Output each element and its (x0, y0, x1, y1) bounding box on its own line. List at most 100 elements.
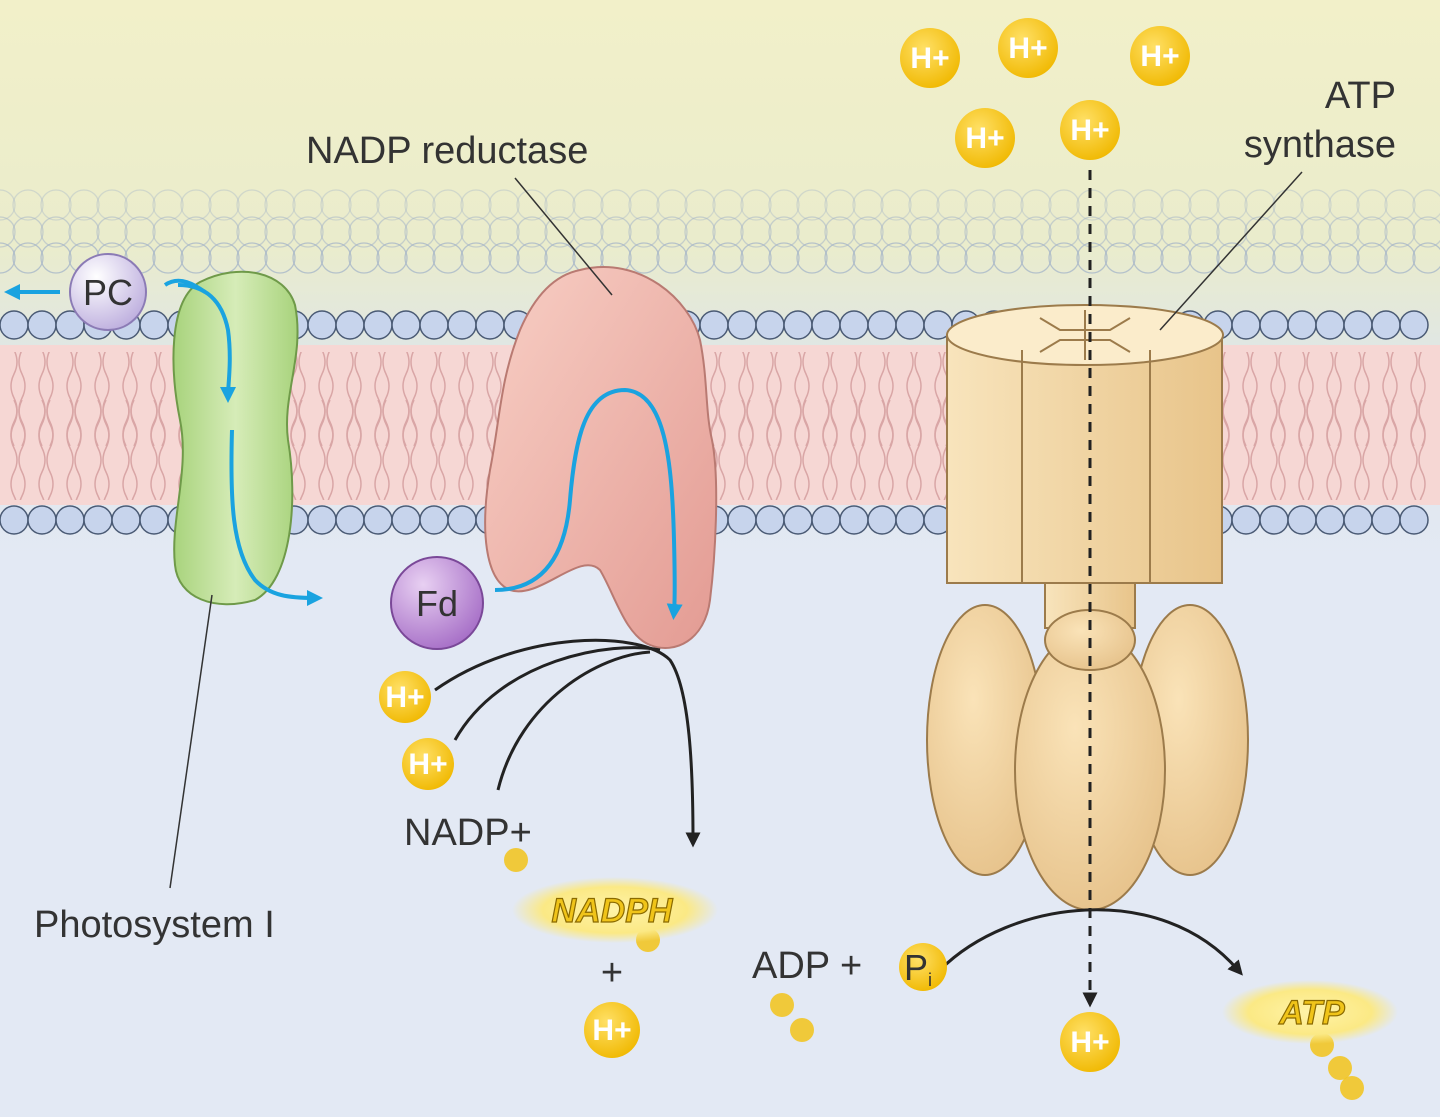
faded-head-group (432, 216, 464, 248)
faded-head-group (488, 216, 520, 248)
faded-head-group (936, 189, 968, 221)
head-group (335, 505, 365, 535)
lipid-tail (354, 399, 362, 500)
faded-head-group (488, 242, 520, 274)
faded-head-group (796, 216, 828, 248)
faded-head-group (152, 242, 184, 274)
reaction-arrow-1 (434, 638, 701, 848)
lipid-tail (150, 399, 158, 500)
faded-head-group (656, 189, 688, 221)
proton-label: H+ (385, 681, 424, 714)
faded-head-group (376, 216, 408, 248)
faded-head-group (740, 242, 772, 274)
proton-circle (998, 18, 1058, 78)
faded-head-group (1048, 242, 1080, 274)
lipid-tail (298, 399, 306, 500)
faded-head-group (992, 189, 1024, 221)
lipid-tail (290, 399, 298, 500)
faded-head-group (460, 242, 492, 274)
faded-head-group (1216, 189, 1248, 221)
head-group (139, 505, 169, 535)
faded-head-group (208, 216, 240, 248)
head-group (0, 505, 29, 535)
faded-head-group (1356, 242, 1388, 274)
lipid-tail (942, 399, 950, 500)
faded-head-group (796, 242, 828, 274)
faded-head-group (1216, 216, 1248, 248)
faded-head-group (712, 242, 744, 274)
nadph-glow (512, 877, 718, 943)
faded-head-group (40, 216, 72, 248)
phosphate-dot (1340, 1076, 1364, 1100)
atp-synthase-label-line2: synthase (1244, 124, 1396, 166)
head-group (811, 505, 841, 535)
pc-molecule: PC (69, 253, 147, 331)
lipid-tail (1326, 399, 1334, 500)
proton-circle (402, 738, 454, 790)
faded-head-group (516, 189, 548, 221)
head-group (27, 505, 57, 535)
phosphate-dot (790, 1018, 814, 1042)
proton-label: H+ (1070, 114, 1109, 147)
lipid-tail (74, 399, 82, 500)
faded-head-group (96, 189, 128, 221)
faded-head-group (1328, 242, 1360, 274)
lipid-tail (1250, 399, 1258, 500)
head-group (1259, 310, 1289, 340)
faded-head-group (628, 242, 660, 274)
faded-head-group (1272, 242, 1304, 274)
lipid-tail (1418, 399, 1426, 500)
lipid-tail (766, 399, 774, 500)
faded-head-group (852, 189, 884, 221)
faded-head-group (824, 216, 856, 248)
lipid-tail (318, 399, 326, 500)
faded-head-group (880, 189, 912, 221)
lipid-tail (738, 399, 746, 500)
head-group (783, 310, 813, 340)
faded-head-group (1300, 242, 1332, 274)
proton: H+ (998, 18, 1058, 78)
faded-head-group (348, 242, 380, 274)
head-group (895, 310, 925, 340)
faded-head-group (740, 216, 772, 248)
faded-head-group (12, 216, 44, 248)
faded-head-group (908, 216, 940, 248)
lipid-tail (102, 399, 110, 500)
faded-head-group (880, 216, 912, 248)
faded-head-group (1160, 242, 1192, 274)
proton-circle (900, 28, 960, 88)
head-group (475, 310, 505, 340)
proton-label: H+ (965, 122, 1004, 155)
head-group (1343, 505, 1373, 535)
faded-head-group (796, 189, 828, 221)
head-group (55, 505, 85, 535)
lipid-tail (1242, 399, 1250, 500)
atp-reaction-arrow (938, 908, 1243, 976)
faded-head-group (1188, 216, 1220, 248)
nadp-reductase (484, 266, 718, 649)
atp-product-label: ATP (1278, 994, 1345, 1032)
head-group (811, 310, 841, 340)
faded-head-group (1188, 242, 1220, 274)
faded-head-group (1412, 242, 1440, 274)
faded-head-group (1020, 242, 1052, 274)
head-group (335, 310, 365, 340)
faded-head-group (600, 189, 632, 221)
head-group (391, 505, 421, 535)
fd-label: Fd (416, 583, 458, 624)
nadp-reductase-leader (514, 177, 613, 296)
faded-head-group (684, 216, 716, 248)
faded-head-group (1384, 242, 1416, 274)
lipid-tail (1306, 399, 1314, 500)
proton: H+ (1060, 1012, 1120, 1072)
electron-path-ps1-lower (229, 429, 323, 606)
lipid-tail (794, 399, 802, 500)
faded-head-group (1132, 189, 1164, 221)
faded-head-group (1412, 189, 1440, 221)
head-group (1259, 505, 1289, 535)
lipid-tail (158, 399, 166, 500)
faded-head-group (1300, 216, 1332, 248)
lipid-tail (374, 399, 382, 500)
lipid-tail (1278, 399, 1286, 500)
phosphate-dot (504, 848, 528, 872)
